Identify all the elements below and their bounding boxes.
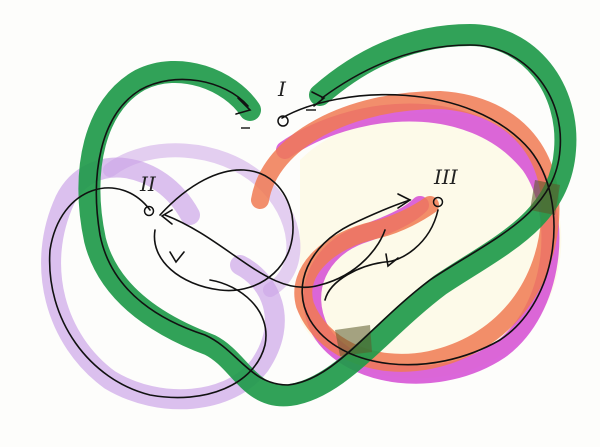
point-1-label: I (277, 77, 287, 101)
point-1-marker (277, 115, 289, 127)
ink-path-orange (281, 93, 555, 366)
point-2-marker (143, 205, 155, 217)
arrowhead-magenta-down (385, 253, 399, 268)
green-overlap-bottom (335, 325, 372, 356)
point-3-label: III (433, 165, 459, 189)
ink-path-green (95, 44, 562, 386)
green-overlap-right (530, 180, 560, 215)
ink-path-cross (164, 214, 386, 288)
yellow-haze (300, 112, 562, 379)
tick-marks (241, 109, 316, 129)
arrowhead-green-end (235, 97, 252, 115)
arrowhead-orange (397, 193, 412, 209)
arrowhead-lavender-down (169, 251, 185, 264)
ink-path-magenta-inner (324, 209, 439, 301)
green-loop (78, 24, 577, 407)
arrowhead-lavender (160, 209, 173, 225)
point-3-marker (432, 196, 444, 208)
arrowheads (160, 91, 412, 268)
ink-path-lavender (153, 169, 294, 292)
point-2-label: II (139, 172, 157, 196)
orange-loop (251, 90, 560, 372)
ink-path-lavender-outer (48, 187, 267, 399)
arrowhead-green-start (311, 91, 326, 107)
